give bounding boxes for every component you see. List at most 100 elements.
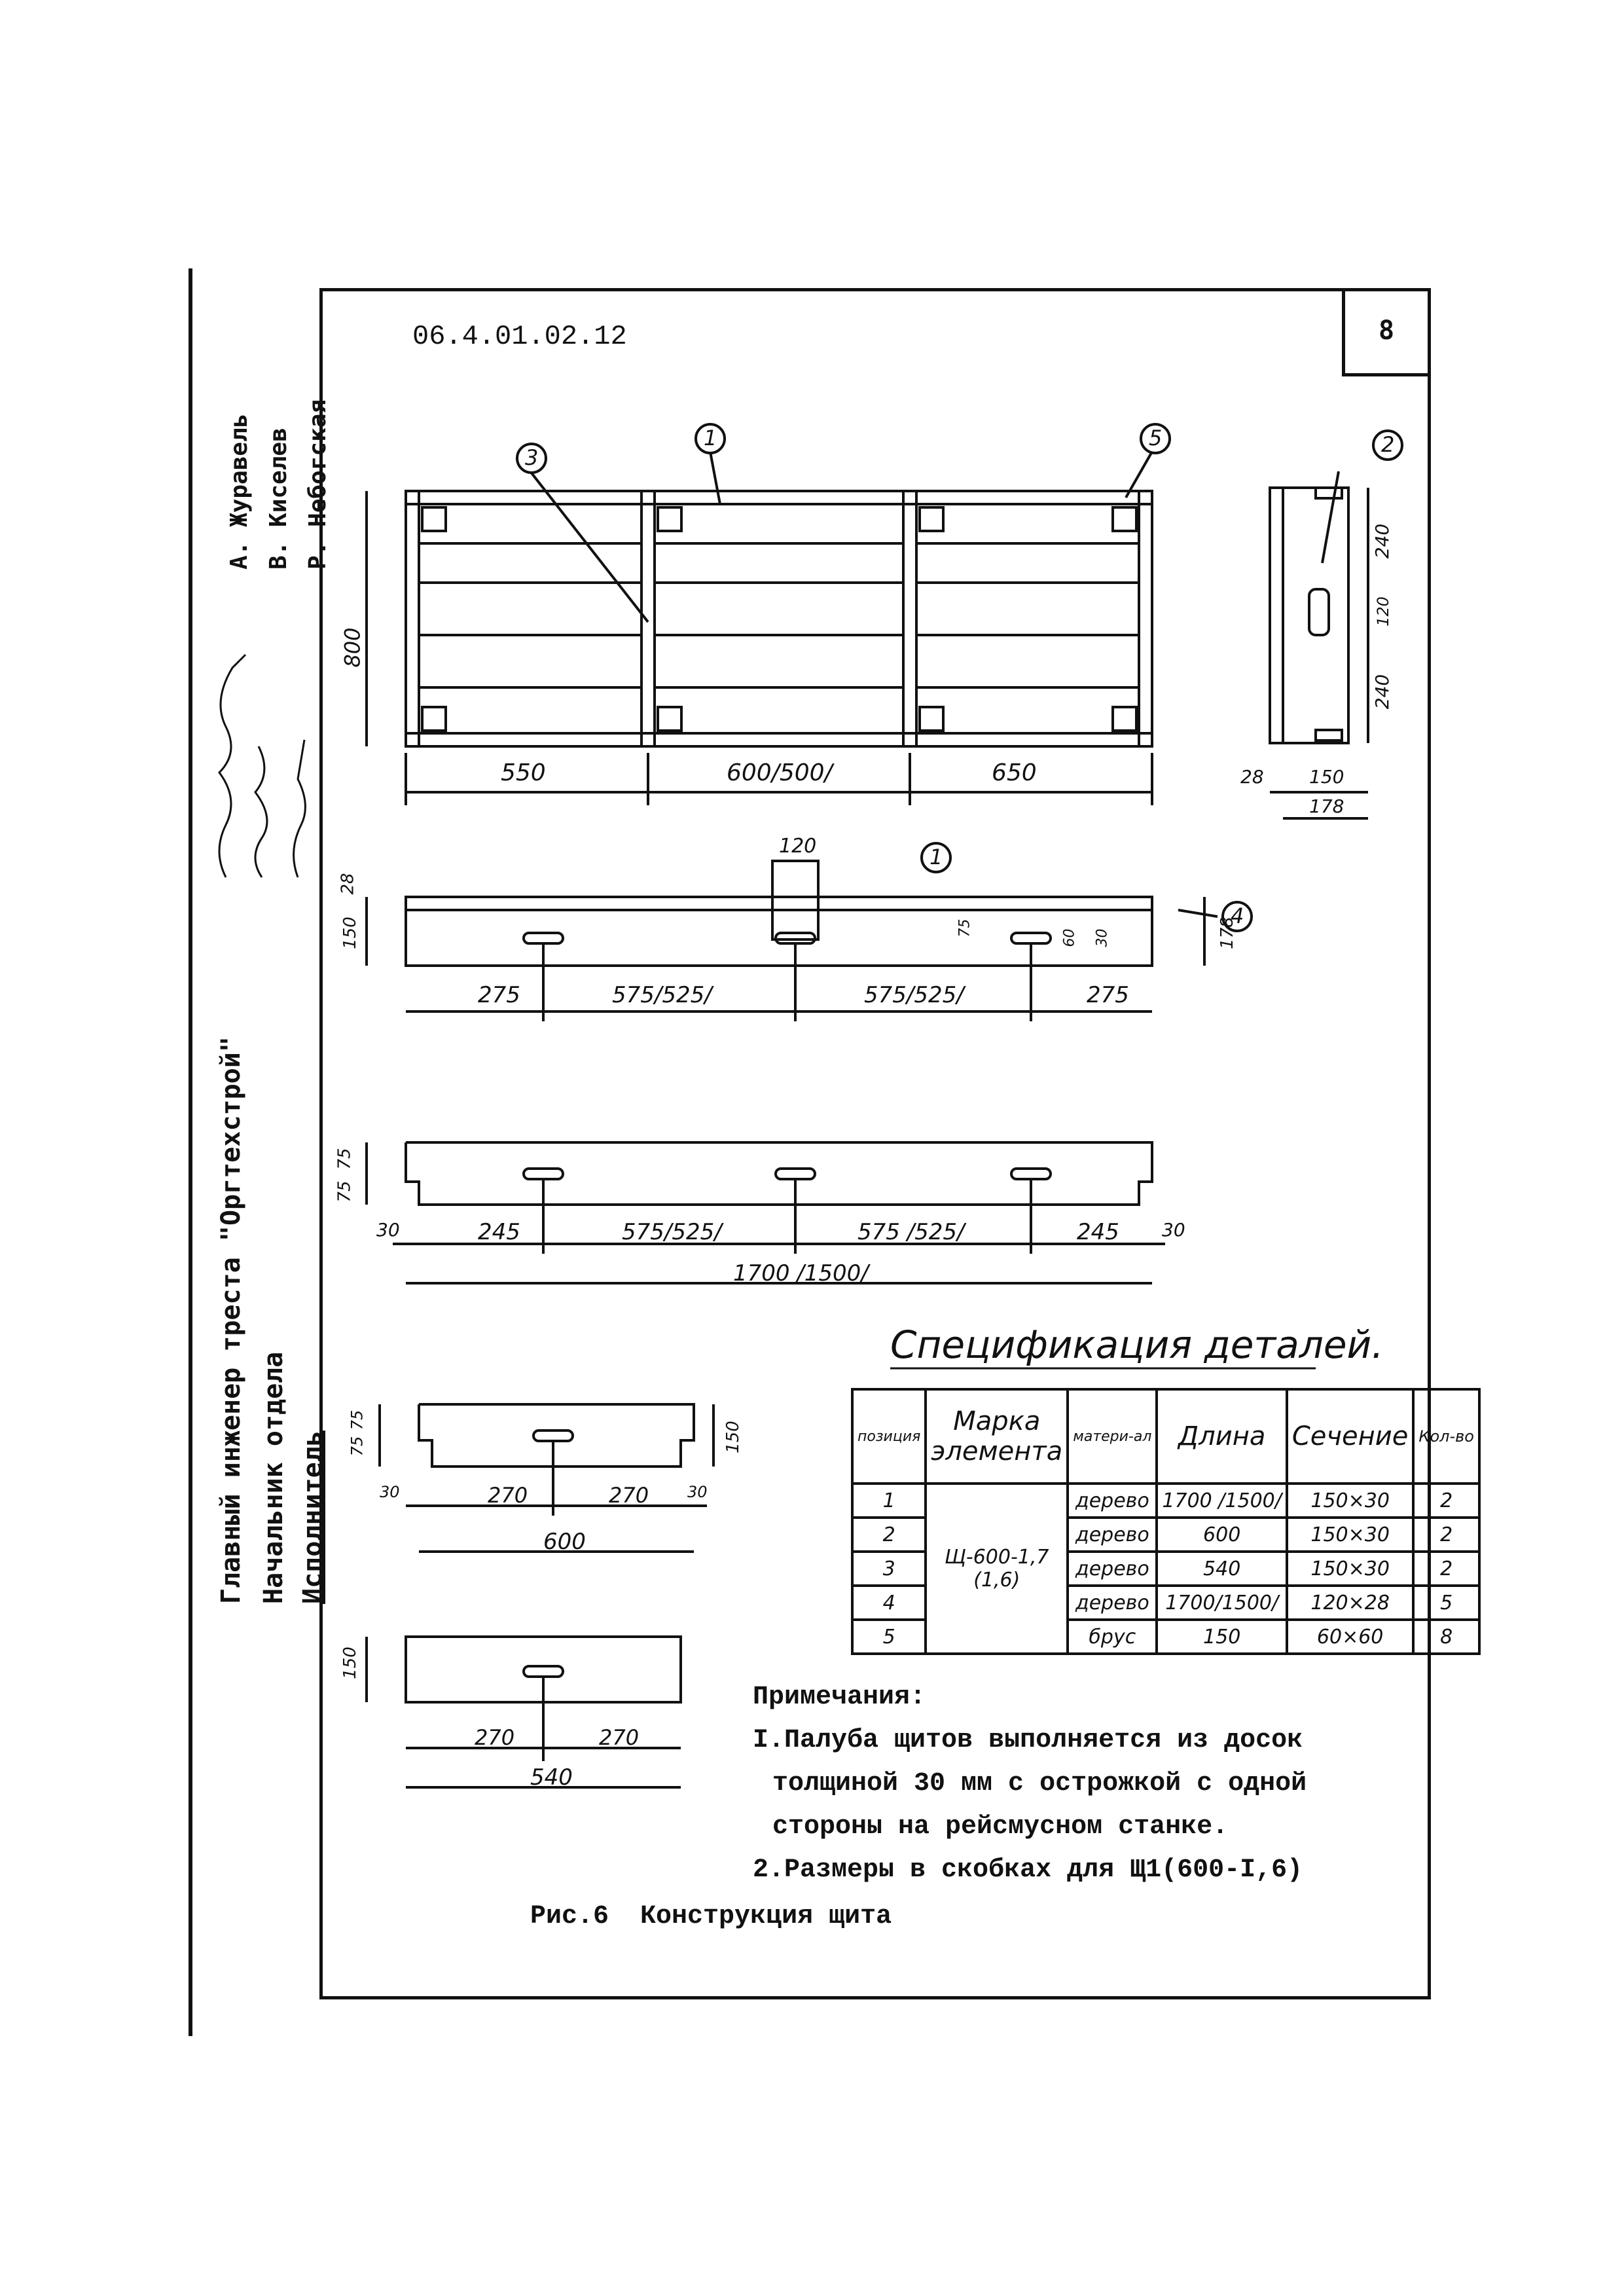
callouts xyxy=(516,423,1403,932)
dim-long-w4: 575 /525/ xyxy=(857,1219,965,1245)
dim-front-w1: 275 xyxy=(478,982,520,1008)
spec-header-len: Длина xyxy=(1155,1388,1288,1485)
dim-side-1: 240 xyxy=(1371,523,1394,559)
spec-pos: 2 xyxy=(850,1516,928,1553)
callout-5: 5 xyxy=(1149,426,1163,450)
dim-cross-right: 150 xyxy=(723,1421,743,1453)
dim-side-2: 120 xyxy=(1373,596,1392,627)
dim-front-w2: 575/525/ xyxy=(612,982,712,1008)
dim-front-top: 120 xyxy=(779,835,817,858)
spec-pos: 5 xyxy=(850,1618,928,1655)
callout-3: 3 xyxy=(525,445,539,470)
dim-side-3: 240 xyxy=(1371,674,1394,710)
spec-sec: 150×30 xyxy=(1285,1550,1415,1587)
spec-mat: дерево xyxy=(1066,1482,1159,1519)
spec-sec: 60×60 xyxy=(1285,1618,1415,1655)
dim-short-w1: 270 xyxy=(475,1725,515,1750)
spec-mat: дерево xyxy=(1066,1584,1159,1621)
dim-long-w6: 30 xyxy=(1162,1219,1185,1241)
cross-board-view xyxy=(378,1403,715,1553)
dim-front-left-2: 150 xyxy=(340,917,360,949)
drawing-frame xyxy=(319,288,1431,1999)
spec-len: 600 xyxy=(1155,1516,1288,1553)
dim-front-left-1: 28 xyxy=(338,873,358,895)
dim-long-w2: 245 xyxy=(478,1219,520,1245)
note-1a: I.Палуба щитов выполняется из досок xyxy=(753,1726,1303,1755)
callout-1: 1 xyxy=(704,426,717,450)
spec-qty: 2 xyxy=(1412,1550,1481,1587)
callout-2: 2 xyxy=(1381,432,1395,457)
dim-long-left-1: 75 xyxy=(334,1148,355,1170)
dim-cross-total: 600 xyxy=(543,1529,586,1555)
spec-sec: 150×30 xyxy=(1285,1516,1415,1553)
notes: Примечания: I.Палуба щитов выполняется и… xyxy=(753,1676,1307,1892)
spec-qty: 8 xyxy=(1412,1618,1481,1655)
spec-table: позиция Марка элемента матери-ал Длина С… xyxy=(850,1388,1481,1655)
spec-sec: 120×28 xyxy=(1285,1584,1415,1621)
dim-cross-w4: 30 xyxy=(687,1483,708,1501)
signature-1 xyxy=(218,653,247,878)
note-1c: стороны на рейсмусном станке. xyxy=(772,1812,1229,1842)
spec-mat: брус xyxy=(1066,1618,1159,1655)
dim-long-w3: 575/525/ xyxy=(622,1219,722,1245)
dim-front-right-4: 75 xyxy=(956,919,973,938)
spec-pos: 4 xyxy=(850,1584,928,1621)
margin-line xyxy=(189,268,192,2036)
dim-side-6: 178 xyxy=(1309,795,1344,817)
dim-front-w4: 275 xyxy=(1087,982,1129,1008)
doc-code: 06.4.01.02.12 xyxy=(412,321,627,352)
dim-front-right-2: 30 xyxy=(1094,928,1111,947)
spec-len: 1700 /1500/ xyxy=(1155,1482,1288,1519)
spec-qty: 5 xyxy=(1412,1584,1481,1621)
spec-pos: 3 xyxy=(850,1550,928,1587)
spec-qty: 2 xyxy=(1412,1516,1481,1553)
spec-mat: дерево xyxy=(1066,1516,1159,1553)
note-2: 2.Размеры в скобках для Щ1(600-I,6) xyxy=(753,1855,1303,1885)
spec-header-pos: позиция xyxy=(850,1388,928,1485)
dim-cross-w1: 30 xyxy=(380,1483,400,1501)
spec-len: 1700/1500/ xyxy=(1155,1584,1288,1621)
dim-plan-w3: 650 xyxy=(992,759,1037,786)
signature-3 xyxy=(293,739,306,878)
dim-plan-height: 800 xyxy=(340,627,365,668)
dim-long-w1: 30 xyxy=(376,1219,400,1241)
table-row: 1 Щ-600-1,7 (1,6) дерево 1700 /1500/ 150… xyxy=(850,1482,1481,1655)
dim-long-total: 1700 /1500/ xyxy=(733,1260,869,1286)
dim-side-5: 150 xyxy=(1309,766,1344,788)
table-row: 3 дерево 540 150×30 2 xyxy=(850,1550,1481,1587)
dim-front-right-1: 178 xyxy=(1217,917,1237,949)
table-row: 2 дерево 600 150×30 2 xyxy=(850,1516,1481,1553)
signature-2 xyxy=(254,746,268,878)
callout-4: 4 xyxy=(1231,903,1244,928)
table-row: 5 брус 150 60×60 8 xyxy=(850,1618,1481,1655)
dim-plan-w2: 600/500/ xyxy=(727,759,833,786)
spec-len: 540 xyxy=(1155,1550,1288,1587)
spec-header-mat: матери-ал xyxy=(1066,1388,1159,1485)
plan-view xyxy=(365,451,1153,805)
spec-title: Спецификация деталей. xyxy=(890,1322,1384,1367)
dim-front-w3: 575/525/ xyxy=(864,982,964,1008)
dim-short-total: 540 xyxy=(530,1764,573,1791)
side-view xyxy=(1269,471,1369,820)
dim-cross-left-1: 75 xyxy=(348,1410,367,1430)
dim-cross-w3: 270 xyxy=(609,1483,649,1508)
spec-len: 150 xyxy=(1155,1618,1288,1655)
spec-header-qty: Кол-во xyxy=(1412,1388,1481,1485)
dim-side-4: 28 xyxy=(1240,766,1264,788)
dim-short-left: 150 xyxy=(340,1647,360,1679)
spec-mark: Щ-600-1,7 (1,6) xyxy=(924,1482,1070,1655)
figure-caption: Рис.6 Конструкция щита xyxy=(530,1902,892,1931)
spec-header-row: позиция Марка элемента матери-ал Длина С… xyxy=(850,1388,1481,1485)
notes-heading: Примечания: xyxy=(753,1683,926,1712)
callout-1b: 1 xyxy=(929,845,943,869)
short-board-view xyxy=(365,1635,682,1789)
spec-pos: 1 xyxy=(850,1482,928,1519)
page-number: 8 xyxy=(1378,316,1395,346)
page-number-box: 8 xyxy=(1342,288,1428,376)
dim-cross-left-2: 75 xyxy=(348,1436,367,1457)
dim-plan-w1: 550 xyxy=(501,759,546,786)
long-board-view xyxy=(365,1141,1165,1285)
dim-long-w5: 245 xyxy=(1077,1219,1119,1245)
table-row: 4 дерево 1700/1500/ 120×28 5 xyxy=(850,1584,1481,1621)
note-1b: толщиной 30 мм с острожкой с одной xyxy=(772,1769,1307,1798)
